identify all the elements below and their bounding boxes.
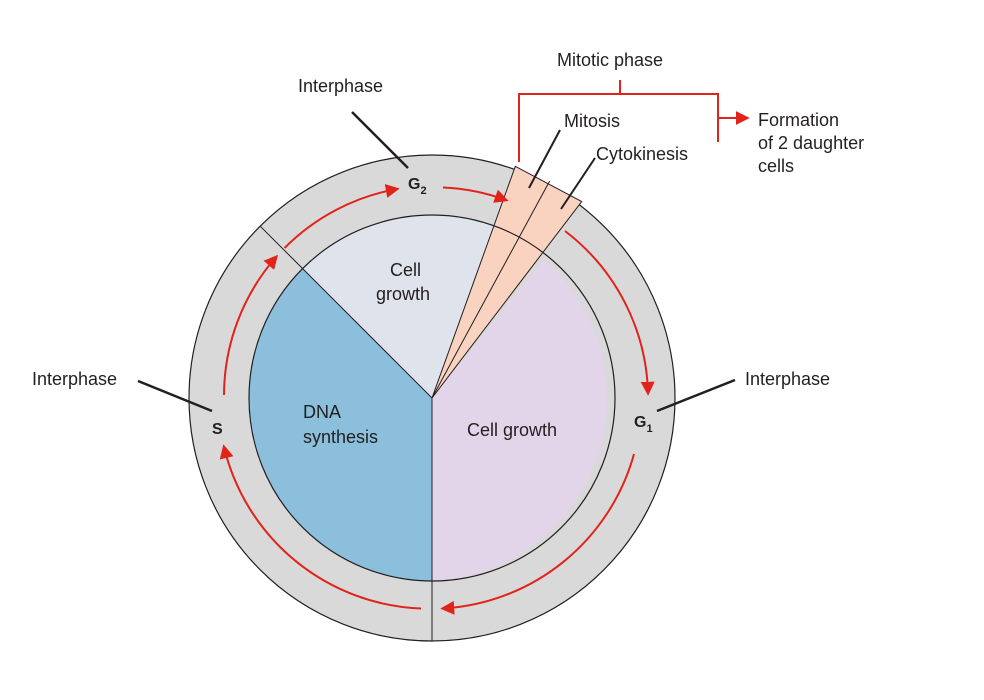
- leader-mitosis: [528, 129, 561, 189]
- arrow-bottom-to-s: [219, 444, 422, 610]
- dna-synthesis-sector: [249, 268, 432, 581]
- formation-label-line2: of 2 daughter: [758, 133, 864, 153]
- arrow-g1-to-s: [440, 453, 635, 615]
- arrow-s-to-g2: [223, 254, 279, 396]
- cytokinesis-label: Cytokinesis: [596, 144, 688, 164]
- leader-interphase-left: [137, 379, 213, 413]
- arrow-g2-left: [283, 184, 400, 249]
- mitotic-phase-label: Mitotic phase: [557, 50, 663, 70]
- formation-label-line1: Formation: [758, 110, 839, 130]
- interphase-label-right: Interphase: [745, 369, 830, 389]
- cell-growth-g1-sector: [432, 259, 607, 581]
- arrow-cytokinesis-to-g1: [564, 230, 655, 396]
- dna-synthesis-label-line1: DNA: [303, 402, 341, 422]
- dna-synthesis-label-line2: synthesis: [303, 427, 378, 447]
- g2-label: G2: [408, 176, 427, 197]
- leader-interphase-right: [656, 378, 736, 413]
- cell-growth-g2-sector: [302, 214, 496, 398]
- arrow-g2-to-mitosis: [442, 186, 509, 203]
- g1-label: G1: [634, 414, 653, 435]
- interphase-label-top: Interphase: [298, 76, 383, 96]
- mitosis-label: Mitosis: [564, 111, 620, 131]
- s-label: S: [212, 421, 223, 438]
- leader-cytokinesis: [560, 157, 596, 210]
- cell-growth-top-label-line1: Cell: [390, 260, 421, 280]
- formation-label-line3: cells: [758, 156, 794, 176]
- s-g2-boundary: [259, 225, 433, 399]
- cell-growth-right-label: Cell growth: [467, 420, 557, 440]
- leader-interphase-top: [351, 111, 409, 169]
- mitosis-cytokinesis-divider: [431, 180, 551, 399]
- cell-growth-top-label-line2: growth: [376, 284, 430, 304]
- interphase-label-left: Interphase: [32, 369, 117, 389]
